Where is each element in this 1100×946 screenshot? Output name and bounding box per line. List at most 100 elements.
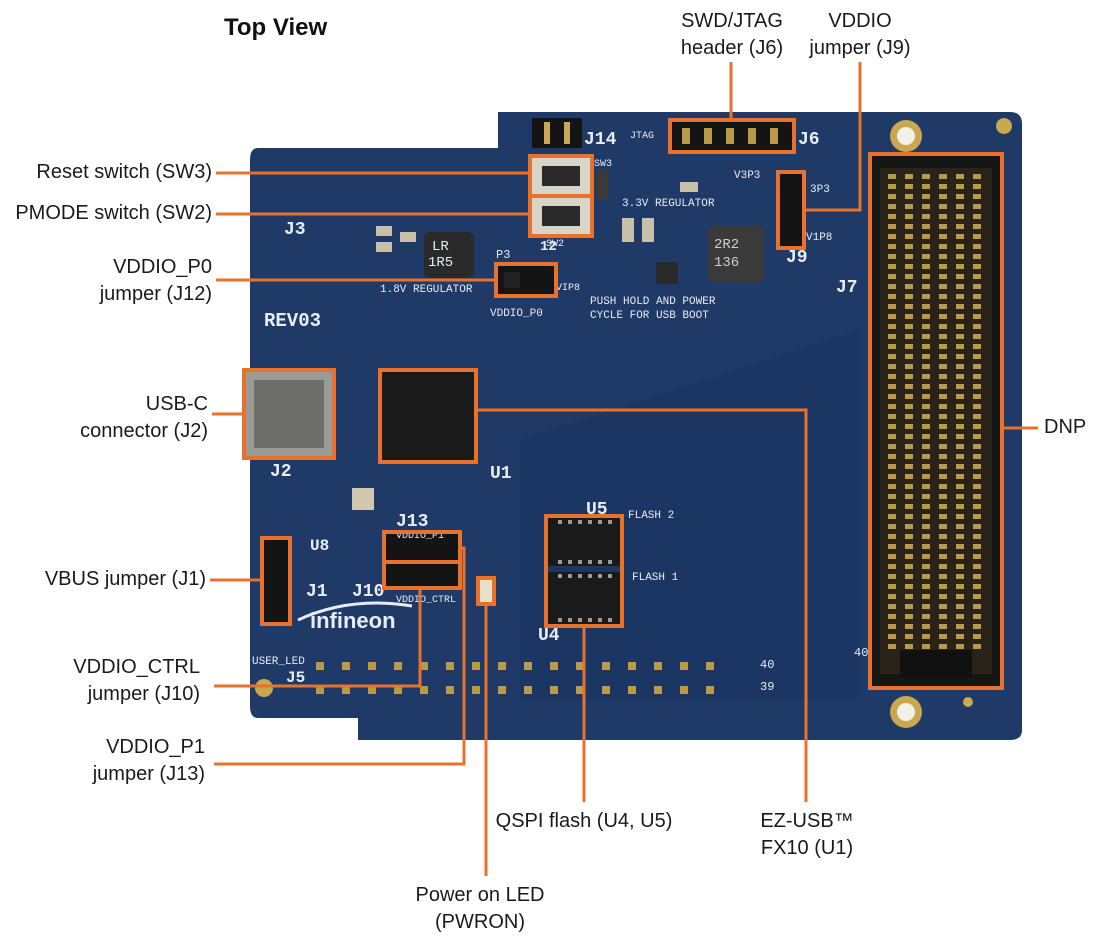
dnp-pin (973, 614, 981, 619)
dnp-pin (939, 244, 947, 249)
flash-pin (578, 520, 582, 524)
dnp-pin (888, 234, 896, 239)
dnp-pin (973, 264, 981, 269)
callout-vddio-p0: VDDIO_P0 jumper (J12) (99, 256, 212, 305)
dnp-pin (922, 374, 930, 379)
dnp-pin (922, 334, 930, 339)
silk-3v3-regulator: 3.3V REGULATOR (622, 198, 715, 210)
dnp-pin (956, 294, 964, 299)
silk-flash-2: FLASH 2 (628, 510, 674, 522)
dnp-pin (956, 424, 964, 429)
jumper-j13 (386, 534, 458, 560)
dnp-pin (905, 474, 913, 479)
dnp-pin (922, 464, 930, 469)
dnp-pin (956, 184, 964, 189)
header-pin (394, 686, 402, 694)
dnp-pin (905, 644, 913, 649)
dnp-pin (939, 204, 947, 209)
dnp-pin (888, 434, 896, 439)
dnp-connector-j7 (872, 156, 1000, 686)
dnp-pin (973, 514, 981, 519)
leader-ezusb (476, 408, 808, 802)
header-pin (680, 686, 688, 694)
dnp-pin (888, 284, 896, 289)
dnp-pin (956, 314, 964, 319)
dnp-pin (905, 304, 913, 309)
dnp-pin (973, 384, 981, 389)
header-pin (498, 686, 506, 694)
inductor-33v (708, 226, 764, 282)
dnp-pin (956, 584, 964, 589)
dnp-pin (922, 594, 930, 599)
swd-jtag-header-j6 (672, 122, 792, 150)
dnp-pin (905, 444, 913, 449)
jumper-j1 (264, 540, 288, 622)
ref-j5: J5 (286, 669, 305, 687)
dnp-pin (939, 274, 947, 279)
flash-pin (588, 560, 592, 564)
dnp-pin (956, 614, 964, 619)
dnp-pin (922, 474, 930, 479)
dnp-pin (888, 184, 896, 189)
dnp-pin (905, 224, 913, 229)
dnp-pin (905, 634, 913, 639)
jumper-j10 (386, 564, 458, 586)
header-pin (342, 662, 350, 670)
dnp-pin (939, 264, 947, 269)
header-pin (654, 686, 662, 694)
dnp-pin (939, 484, 947, 489)
dnp-pin (973, 604, 981, 609)
dnp-pin (905, 394, 913, 399)
dnp-pin (939, 414, 947, 419)
dnp-pin (973, 624, 981, 629)
ref-j6: J6 (798, 130, 820, 150)
flash-pin (568, 560, 572, 564)
dnp-pin (922, 614, 930, 619)
dnp-pin (973, 324, 981, 329)
dnp-pin (973, 344, 981, 349)
dnp-pin (939, 174, 947, 179)
jtag-pin (770, 128, 778, 144)
dnp-pin (888, 304, 896, 309)
dnp-pin (939, 614, 947, 619)
dnp-pin (905, 194, 913, 199)
dnp-pin (905, 364, 913, 369)
dnp-pin (956, 264, 964, 269)
dnp-pin (973, 364, 981, 369)
dnp-pin (905, 574, 913, 579)
silk-39: 39 (760, 680, 774, 694)
dnp-pin (973, 234, 981, 239)
rev-label: REV03 (264, 310, 321, 332)
dnp-pin (888, 584, 896, 589)
dnp-pin (973, 334, 981, 339)
dnp-pin (922, 574, 930, 579)
dnp-pin (973, 634, 981, 639)
dnp-pin (905, 504, 913, 509)
callout-vbus: VBUS jumper (J1) (44, 568, 206, 590)
dnp-pin (939, 554, 947, 559)
dnp-pin (888, 504, 896, 509)
dnp-pin (888, 484, 896, 489)
dnp-pin (922, 364, 930, 369)
dnp-pin (956, 504, 964, 509)
infineon-logo: infineon (297, 601, 413, 633)
silk-40a: 40 (760, 658, 774, 672)
dnp-pin (956, 494, 964, 499)
dnp-pin (922, 514, 930, 519)
dnp-pin (905, 324, 913, 329)
dnp-pin (973, 294, 981, 299)
header-pin (524, 686, 532, 694)
dnp-pin (939, 284, 947, 289)
dnp-pin (888, 564, 896, 569)
dnp-pin (905, 584, 913, 589)
dnp-pin (973, 574, 981, 579)
ref-sw3: SW3 (594, 159, 612, 170)
dnp-pin (905, 284, 913, 289)
header-pin (446, 662, 454, 670)
dnp-pin (939, 294, 947, 299)
dnp-pin (973, 414, 981, 419)
flash-pin (598, 520, 602, 524)
header-pin (368, 686, 376, 694)
dnp-pin (973, 354, 981, 359)
dnp-pin (922, 274, 930, 279)
